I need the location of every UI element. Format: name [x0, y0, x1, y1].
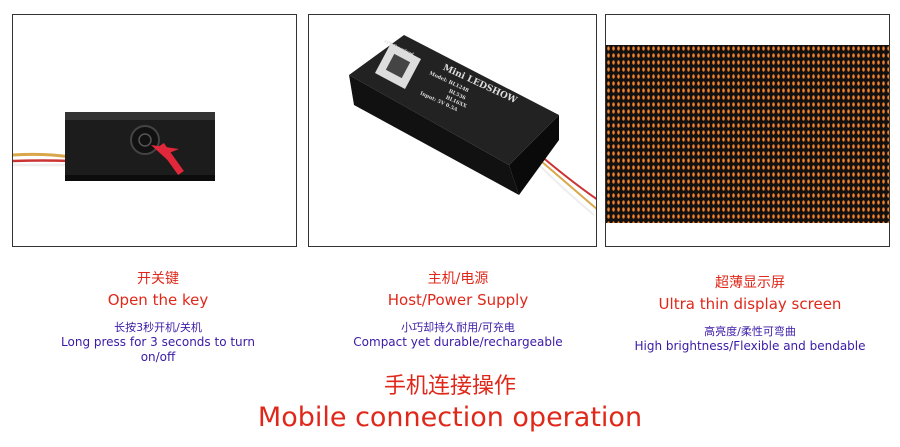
feature-power-key: 开关键 Open the key 长按3秒开机/关机 Long press fo…: [18, 268, 298, 365]
feature-display-screen: 超薄显示屏 Ultra thin display screen 高亮度/柔性可弯…: [610, 272, 890, 354]
feature-title-en: Host/Power Supply: [387, 291, 529, 309]
feature-desc-zh: 长按3秒开机/关机: [114, 321, 202, 334]
controller-box-photo: Mini LEDSHOW Model: BL1248 BL536 BL16XX …: [308, 14, 597, 247]
feature-desc-zh: 高亮度/柔性可弯曲: [704, 325, 796, 338]
power-switch-illustration: [13, 112, 215, 181]
feature-desc-en: High brightness/Flexible and bendable: [634, 339, 866, 353]
section-title-zh: 手机连接操作: [383, 374, 516, 399]
feature-title-zh: 主机/电源: [427, 271, 489, 287]
feature-title-en: Ultra thin display screen: [658, 295, 842, 313]
feature-title-zh: 超薄显示屏: [715, 275, 785, 291]
feature-title-en: Open the key: [107, 291, 209, 309]
feature-desc-zh: 小巧却持久耐用/可充电: [401, 321, 515, 334]
feature-host-power: 主机/电源 Host/Power Supply 小巧却持久耐用/可充电 Comp…: [318, 268, 598, 350]
feature-title-zh: 开关键: [137, 271, 179, 287]
feature-desc-en: Long press for 3 seconds to turn on/off: [61, 335, 255, 364]
section-title-en: Mobile connection operation: [257, 402, 643, 433]
led-matrix: [606, 45, 889, 223]
controller-illustration: Mini LEDSHOW Model: BL1248 BL536 BL16XX …: [349, 35, 596, 216]
section-heading: 手机连接操作 Mobile connection operation: [0, 368, 900, 433]
led-matrix-photo: [605, 14, 890, 247]
feature-desc-en: Compact yet durable/rechargeable: [353, 335, 563, 349]
power-button-photo: [12, 14, 297, 247]
power-button-icon: [130, 125, 160, 155]
